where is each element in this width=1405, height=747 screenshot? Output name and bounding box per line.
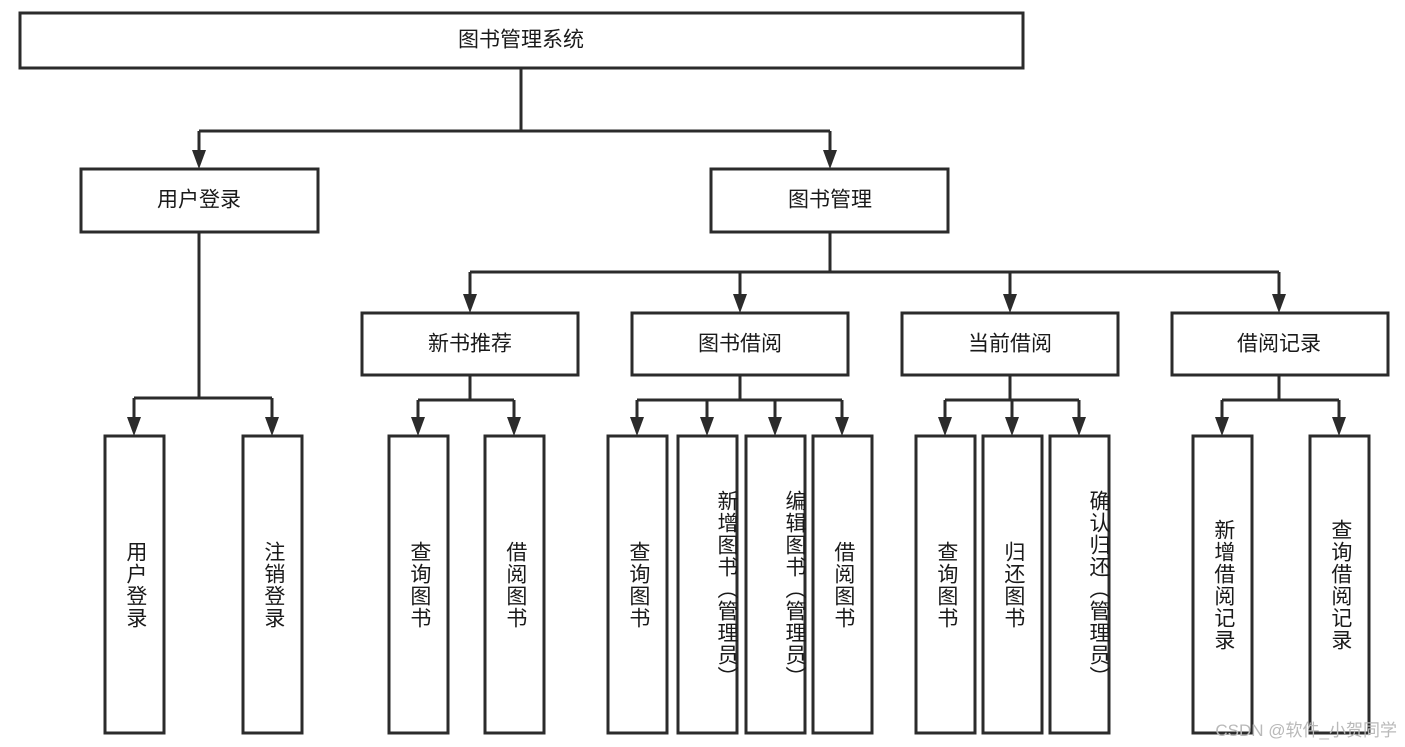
node-level2-book-management[interactable] [709,167,950,234]
node-level3-new-book-recommend-label: 新书推荐 [428,333,512,356]
node-leaf-return-book[interactable] [981,434,1044,735]
node-level3-book-borrow[interactable] [630,311,850,377]
node-leaf-add-book-admin[interactable] [676,434,739,735]
node-level2-book-management-label: 图书管理 [788,189,872,212]
connector-borrowrecord-to-leaves [1215,375,1346,436]
node-leaf-confirm-return-admin[interactable] [1048,434,1111,735]
connector-currentborrow-to-leaves [938,375,1086,436]
node-leaf-borrow-book[interactable] [811,434,874,735]
node-leaf-query-book-current[interactable] [914,434,977,735]
node-root-label: 图书管理系统 [458,29,584,52]
node-level3-book-borrow-label: 图书借阅 [698,333,782,356]
node-level3-current-borrow[interactable] [900,311,1120,377]
node-level2-user-login-label: 用户登录 [157,189,241,212]
node-root-book-management-system[interactable] [18,11,1025,70]
node-level2-user-login[interactable] [79,167,320,234]
connector-booksys-to-level3 [463,232,1286,313]
node-leaf-logout[interactable] [241,434,304,735]
connector-bookborrow-to-leaves [630,375,849,436]
node-leaf-edit-book-admin[interactable] [744,434,807,735]
node-level3-borrow-record-label: 借阅记录 [1237,333,1321,356]
node-leaf-query-book-borrow[interactable] [606,434,669,735]
connector-newbook-to-leaves [411,375,521,436]
connector-root-to-level2 [192,68,837,169]
node-leaf-add-borrow-record[interactable] [1191,434,1254,735]
connector-userlogin-to-leaves [127,232,279,436]
csdn-watermark: CSDN @软件_小贺同学 [1215,721,1397,740]
node-level3-borrow-record[interactable] [1170,311,1390,377]
node-leaf-query-book-recommend[interactable] [387,434,450,735]
node-level3-new-book-recommend[interactable] [360,311,580,377]
node-leaf-user-login[interactable] [103,434,166,735]
node-leaf-query-borrow-record[interactable] [1308,434,1371,735]
node-level3-current-borrow-label: 当前借阅 [968,333,1052,356]
node-leaf-borrow-book-recommend[interactable] [483,434,546,735]
